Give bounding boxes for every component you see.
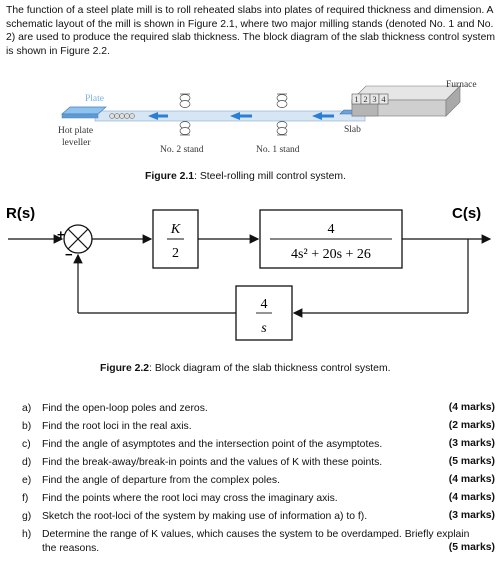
leveller-rollers [109,113,135,119]
output-label: C(s) [452,205,481,222]
flow-arrows [148,112,334,120]
leveller-label: leveller [62,138,91,148]
plate-shape [61,106,107,115]
no2-stand-label: No. 2 stand [160,145,204,155]
furnace: 1 2 3 4 [351,85,461,117]
sum-plus-sign: + [57,227,65,242]
furnace-slot-3: 3 [372,94,376,104]
question-g-marks: (3 marks) [448,510,495,521]
slab-label: Slab [344,125,361,135]
gain-numerator: K [170,222,181,237]
no2-stand-rollers [179,93,191,136]
feedback-denominator: s [261,321,267,336]
sum-minus-sign: − [65,247,73,262]
plant-numerator: 4 [328,222,335,237]
plate-label: Plate [85,94,104,104]
block-diagram: R(s) C(s) + − K 2 4 4s² + 20s + 26 4 s [6,205,492,341]
gain-denominator: 2 [172,246,179,261]
feedback-numerator: 4 [261,297,268,312]
furnace-slot-4: 4 [381,94,386,104]
question-a-marks: (4 marks) [448,402,495,413]
question-d-marks: (5 marks) [448,456,495,467]
question-b-marks: (2 marks) [448,420,495,431]
furnace-label: Furnace [446,80,477,90]
no1-stand-rollers [276,93,288,136]
plant-denominator: 4s² + 20s + 26 [291,247,371,262]
intro-paragraph: The function of a steel plate mill is to… [6,5,495,57]
question-f-marks: (4 marks) [448,492,495,503]
question-c-marks: (3 marks) [448,438,495,449]
input-label: R(s) [6,205,35,222]
furnace-slot-1: 1 [354,94,358,104]
question-h-marks: (5 marks) [448,542,495,553]
no1-stand-label: No. 1 stand [256,145,300,155]
furnace-slot-2: 2 [363,94,367,104]
figure-2-1-caption: Figure 2.1: Steel-rolling mill control s… [145,171,346,182]
mill-schematic: 1 2 3 4 Plate Hot plate leveller No. 2 s… [58,80,477,155]
figure-2-2-caption: Figure 2.2: Block diagram of the slab th… [100,363,391,374]
hot-plate-label: Hot plate [58,126,93,136]
question-e-marks: (4 marks) [448,474,495,485]
